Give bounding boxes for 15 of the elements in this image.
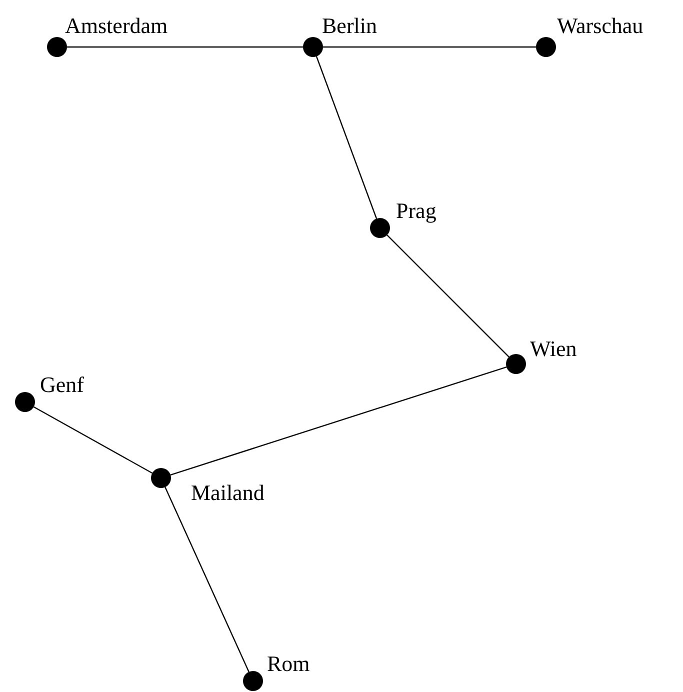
city-label: Warschau [557, 13, 644, 39]
city-label: Prag [396, 198, 436, 224]
route-line [386, 234, 510, 358]
city-label: Mailand [191, 480, 264, 506]
route-line [67, 46, 303, 48]
route-line [164, 486, 250, 672]
route-line [33, 406, 153, 474]
city-label: Rom [267, 651, 310, 677]
route-line [323, 46, 536, 48]
city-label: Genf [40, 372, 84, 398]
route-line [170, 366, 507, 476]
city-label: Amsterdam [65, 13, 168, 39]
route-line [316, 56, 378, 219]
city-label: Berlin [322, 13, 377, 39]
city-label: Wien [530, 336, 577, 362]
